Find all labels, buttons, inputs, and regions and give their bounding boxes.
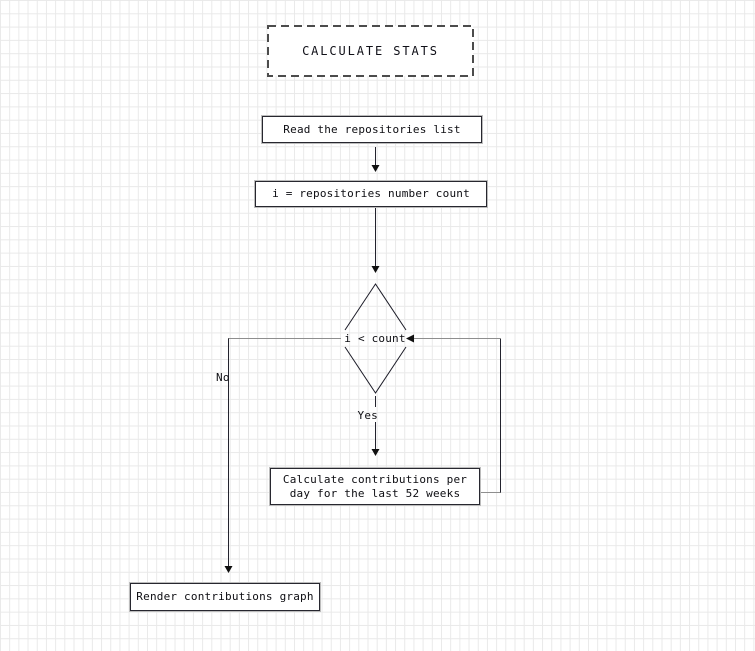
edge-read-to-init — [371, 147, 380, 172]
node-calculate-line-1: Calculate contributions per — [282, 473, 468, 487]
arrowhead-down-icon — [371, 266, 380, 273]
node-read-repositories[interactable]: Read the repositories list — [262, 116, 482, 143]
edge-yes-branch — [371, 396, 380, 456]
node-start-title[interactable]: CALCULATE STATS — [302, 44, 439, 58]
node-calculate-line-2: day for the last 52 weeks — [289, 486, 461, 500]
arrowhead-down-icon — [371, 165, 380, 172]
edge-no-branch — [224, 338, 341, 573]
node-calculate-contributions[interactable]: Calculate contributions per day for the … — [270, 468, 480, 505]
node-init-counter[interactable]: i = repositories number count — [255, 181, 487, 207]
condition-label: i < count — [344, 332, 406, 345]
edge-label-yes: Yes — [357, 409, 378, 422]
edge-label-no: No — [216, 371, 230, 384]
arrowhead-down-icon — [371, 449, 380, 456]
arrowhead-down-icon — [224, 566, 233, 573]
node-render-graph[interactable]: Render contributions graph — [130, 583, 320, 611]
edge-init-to-condition — [371, 207, 380, 273]
